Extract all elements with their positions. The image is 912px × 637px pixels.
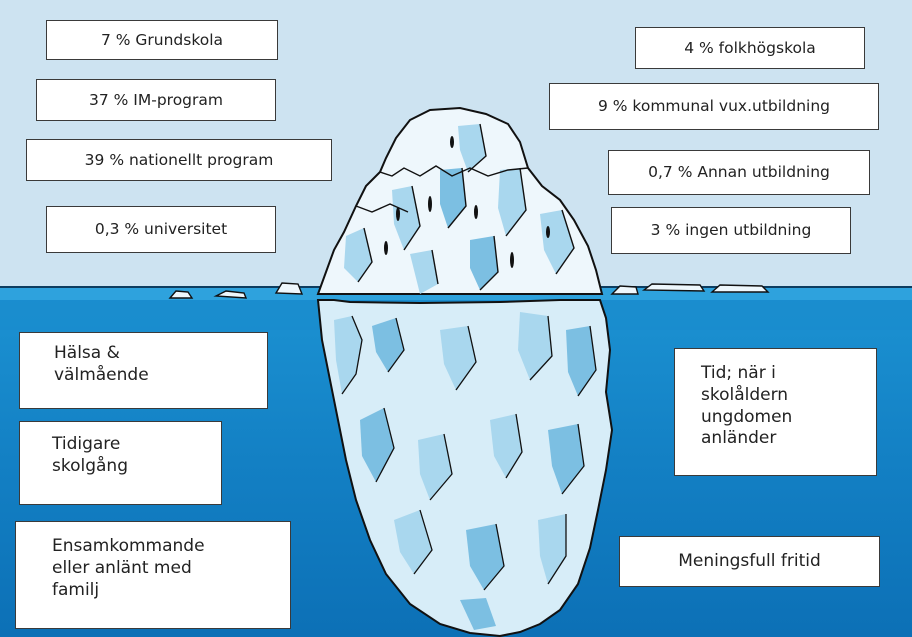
label-kommunal-vuxutbildning: 9 % kommunal vux.utbildning	[549, 83, 879, 130]
label-ingen-utbildning: 3 % ingen utbildning	[611, 207, 851, 254]
label-annan-utbildning: 0,7 % Annan utbildning	[608, 150, 870, 195]
label-tid-skoldern: Tid; när i skolåldern ungdomen anländer	[674, 348, 877, 476]
label-universitet: 0,3 % universitet	[46, 206, 276, 253]
label-grundskola: 7 % Grundskola	[46, 20, 278, 60]
floating-ice	[168, 282, 770, 299]
label-tidigare-skolgang: Tidigare skolgång	[19, 421, 222, 505]
label-halsa-valmaende: Hälsa & välmående	[19, 332, 268, 409]
iceberg-tip	[316, 106, 604, 295]
label-ensamkommande: Ensamkommande eller anlänt med familj	[15, 521, 291, 629]
label-meningsfull-fritid: Meningsfull fritid	[619, 536, 880, 587]
label-folkhogskola: 4 % folkhögskola	[635, 27, 865, 69]
iceberg-underwater	[316, 299, 614, 637]
label-nationellt-program: 39 % nationellt program	[26, 139, 332, 181]
label-im-program: 37 % IM-program	[36, 79, 276, 121]
